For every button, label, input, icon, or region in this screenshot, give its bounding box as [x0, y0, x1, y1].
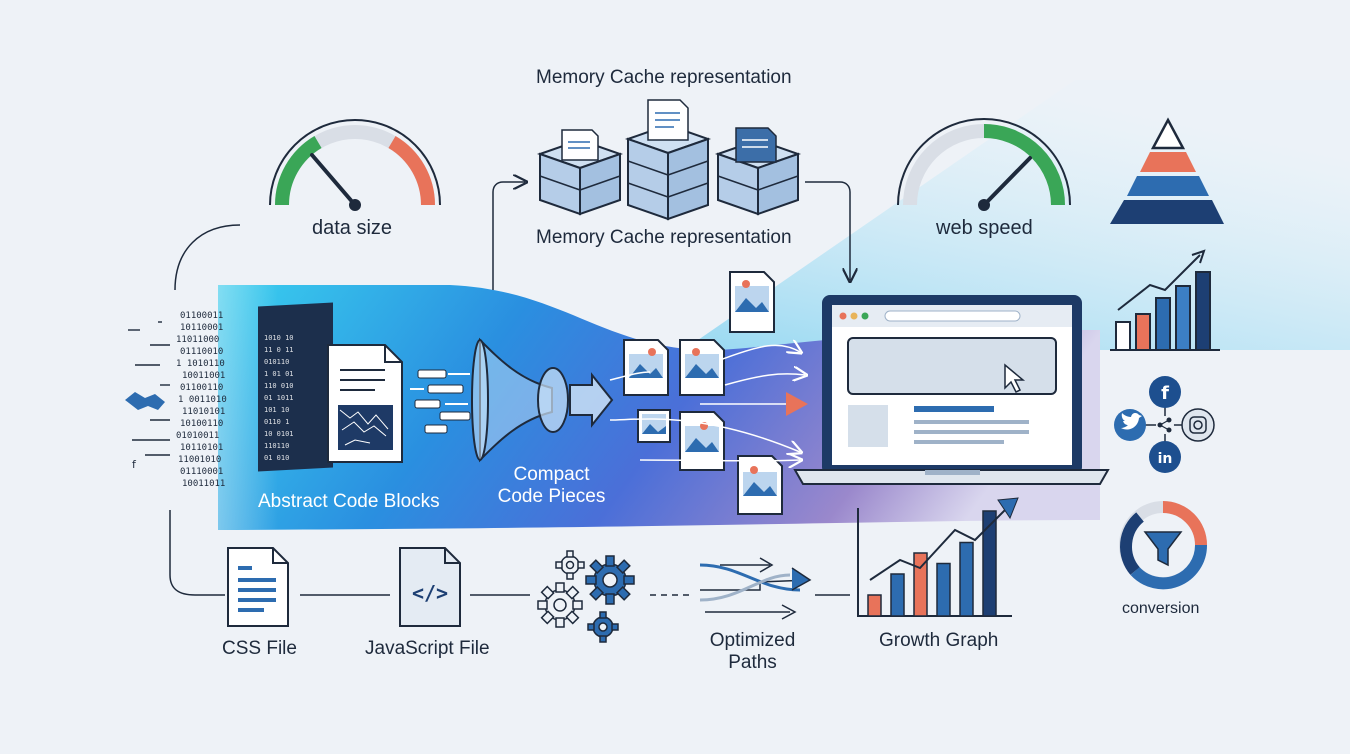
- image-file-2: [623, 339, 669, 396]
- svg-text:01 010: 01 010: [264, 454, 289, 462]
- svg-text:11001010: 11001010: [178, 455, 221, 465]
- optimized-line-2: Paths: [728, 651, 777, 673]
- svg-text:1 0011010: 1 0011010: [178, 395, 227, 405]
- cache-box-center: [624, 99, 712, 221]
- growth-bar: [913, 552, 928, 617]
- image-file-4: [637, 409, 671, 443]
- svg-text:f: f: [1161, 383, 1169, 404]
- cache-box-left: [536, 129, 624, 216]
- svg-text:110 010: 110 010: [264, 382, 294, 390]
- growth-graph: [857, 497, 1019, 617]
- svg-text:01110001: 01110001: [180, 467, 223, 477]
- svg-text:1010 10: 1010 10: [264, 334, 294, 342]
- svg-text:1 01 01: 1 01 01: [264, 370, 294, 378]
- flow-arrows: [609, 345, 805, 461]
- laptop-icon: [793, 295, 1110, 485]
- svg-text:01100110: 01100110: [180, 383, 223, 393]
- gears-icon: [537, 550, 635, 643]
- compressed-bits: [410, 369, 471, 434]
- svg-text:01110010: 01110010: [180, 347, 223, 357]
- svg-text:110110: 110110: [264, 442, 289, 450]
- image-file-3: [679, 339, 725, 396]
- svg-text:01010011: 01010011: [176, 431, 219, 441]
- abstract-code-blocks-label: Abstract Code Blocks: [258, 491, 440, 512]
- connector-up-memory: [492, 182, 525, 290]
- growth-trend-line: [869, 504, 1011, 581]
- svg-text:11010101: 11010101: [182, 407, 225, 417]
- growth-bar: [936, 562, 951, 617]
- twitter-icon[interactable]: [1114, 409, 1146, 441]
- growth-bar: [890, 573, 905, 617]
- pyramid-icon: [1110, 117, 1224, 224]
- svg-text:11011000: 11011000: [176, 335, 219, 345]
- svg-text:10 0101: 10 0101: [264, 430, 294, 438]
- css-file-icon: [227, 547, 289, 627]
- svg-text:10011011: 10011011: [182, 479, 225, 489]
- compact-line-2: Code Pieces: [497, 485, 606, 507]
- svg-text:10110001: 10110001: [180, 323, 223, 333]
- svg-text:01 1011: 01 1011: [264, 394, 294, 402]
- memory-cache-top-label: Memory Cache representation: [536, 67, 792, 88]
- optimized-paths-label: Optimized Paths: [700, 630, 805, 674]
- svg-text:01100011: 01100011: [180, 311, 223, 321]
- mini-bar-chart: [1110, 249, 1220, 351]
- connector-bottom-left: [169, 510, 225, 596]
- connector-top-left: [174, 224, 241, 291]
- growth-bar: [959, 541, 974, 617]
- js-code-glyph: </>: [412, 581, 448, 605]
- web-speed-gauge: [897, 118, 1071, 211]
- cursor-icon: [1004, 363, 1026, 394]
- image-file-1: [729, 271, 775, 333]
- image-file-6: [737, 455, 783, 515]
- svg-text:0110 1: 0110 1: [264, 418, 289, 426]
- binary-stream: 01100011 10110001 11011000 01110010 1 10…: [176, 311, 227, 489]
- stream-dashes: [128, 321, 170, 456]
- svg-text:1 1010110: 1 1010110: [176, 359, 225, 369]
- social-cluster: f in: [1114, 376, 1215, 473]
- svg-text:010110: 010110: [264, 358, 289, 366]
- svg-text:in: in: [1158, 451, 1173, 467]
- conversion-label: conversion: [1122, 600, 1200, 617]
- svg-text:11 0 11: 11 0 11: [264, 346, 294, 354]
- growth-graph-label: Growth Graph: [879, 630, 999, 651]
- data-size-gauge: [269, 119, 441, 211]
- growth-bar: [982, 510, 997, 617]
- optimized-line-1: Optimized: [709, 630, 796, 651]
- optimized-paths-icon: [699, 557, 812, 620]
- share-icon[interactable]: [1156, 416, 1174, 434]
- compact-code-pieces-label: Compact Code Pieces: [494, 464, 609, 508]
- data-size-label: data size: [312, 217, 393, 239]
- compact-line-1: Compact: [513, 464, 590, 485]
- conversion-donut: [1119, 501, 1208, 590]
- javascript-file-label: JavaScript File: [365, 638, 490, 659]
- code-document: [327, 344, 403, 463]
- svg-text:10110101: 10110101: [180, 443, 223, 453]
- compression-funnel: [471, 337, 614, 463]
- svg-text:10011001: 10011001: [182, 371, 225, 381]
- stream-blob: [125, 392, 165, 410]
- svg-text:f: f: [132, 458, 137, 471]
- connector-memory-laptop: [805, 181, 850, 280]
- growth-bar: [867, 594, 882, 617]
- web-speed-label: web speed: [936, 217, 1033, 239]
- cache-box-right: [714, 127, 802, 216]
- funnel-icon: [1143, 531, 1183, 567]
- play-arrow: [786, 392, 808, 416]
- svg-text:10100110: 10100110: [180, 419, 223, 429]
- svg-text:101 10: 101 10: [264, 406, 289, 414]
- javascript-file-icon: </>: [399, 547, 461, 627]
- linkedin-icon[interactable]: in: [1149, 441, 1181, 473]
- instagram-icon[interactable]: [1181, 408, 1215, 442]
- css-file-label: CSS File: [222, 638, 297, 659]
- growth-arrow-head: [997, 497, 1019, 520]
- abstract-code-block: 1010 10 11 0 11 010110 1 01 01 110 010 0…: [258, 302, 333, 472]
- facebook-icon[interactable]: f: [1149, 376, 1181, 408]
- memory-cache-bottom-label: Memory Cache representation: [536, 227, 792, 248]
